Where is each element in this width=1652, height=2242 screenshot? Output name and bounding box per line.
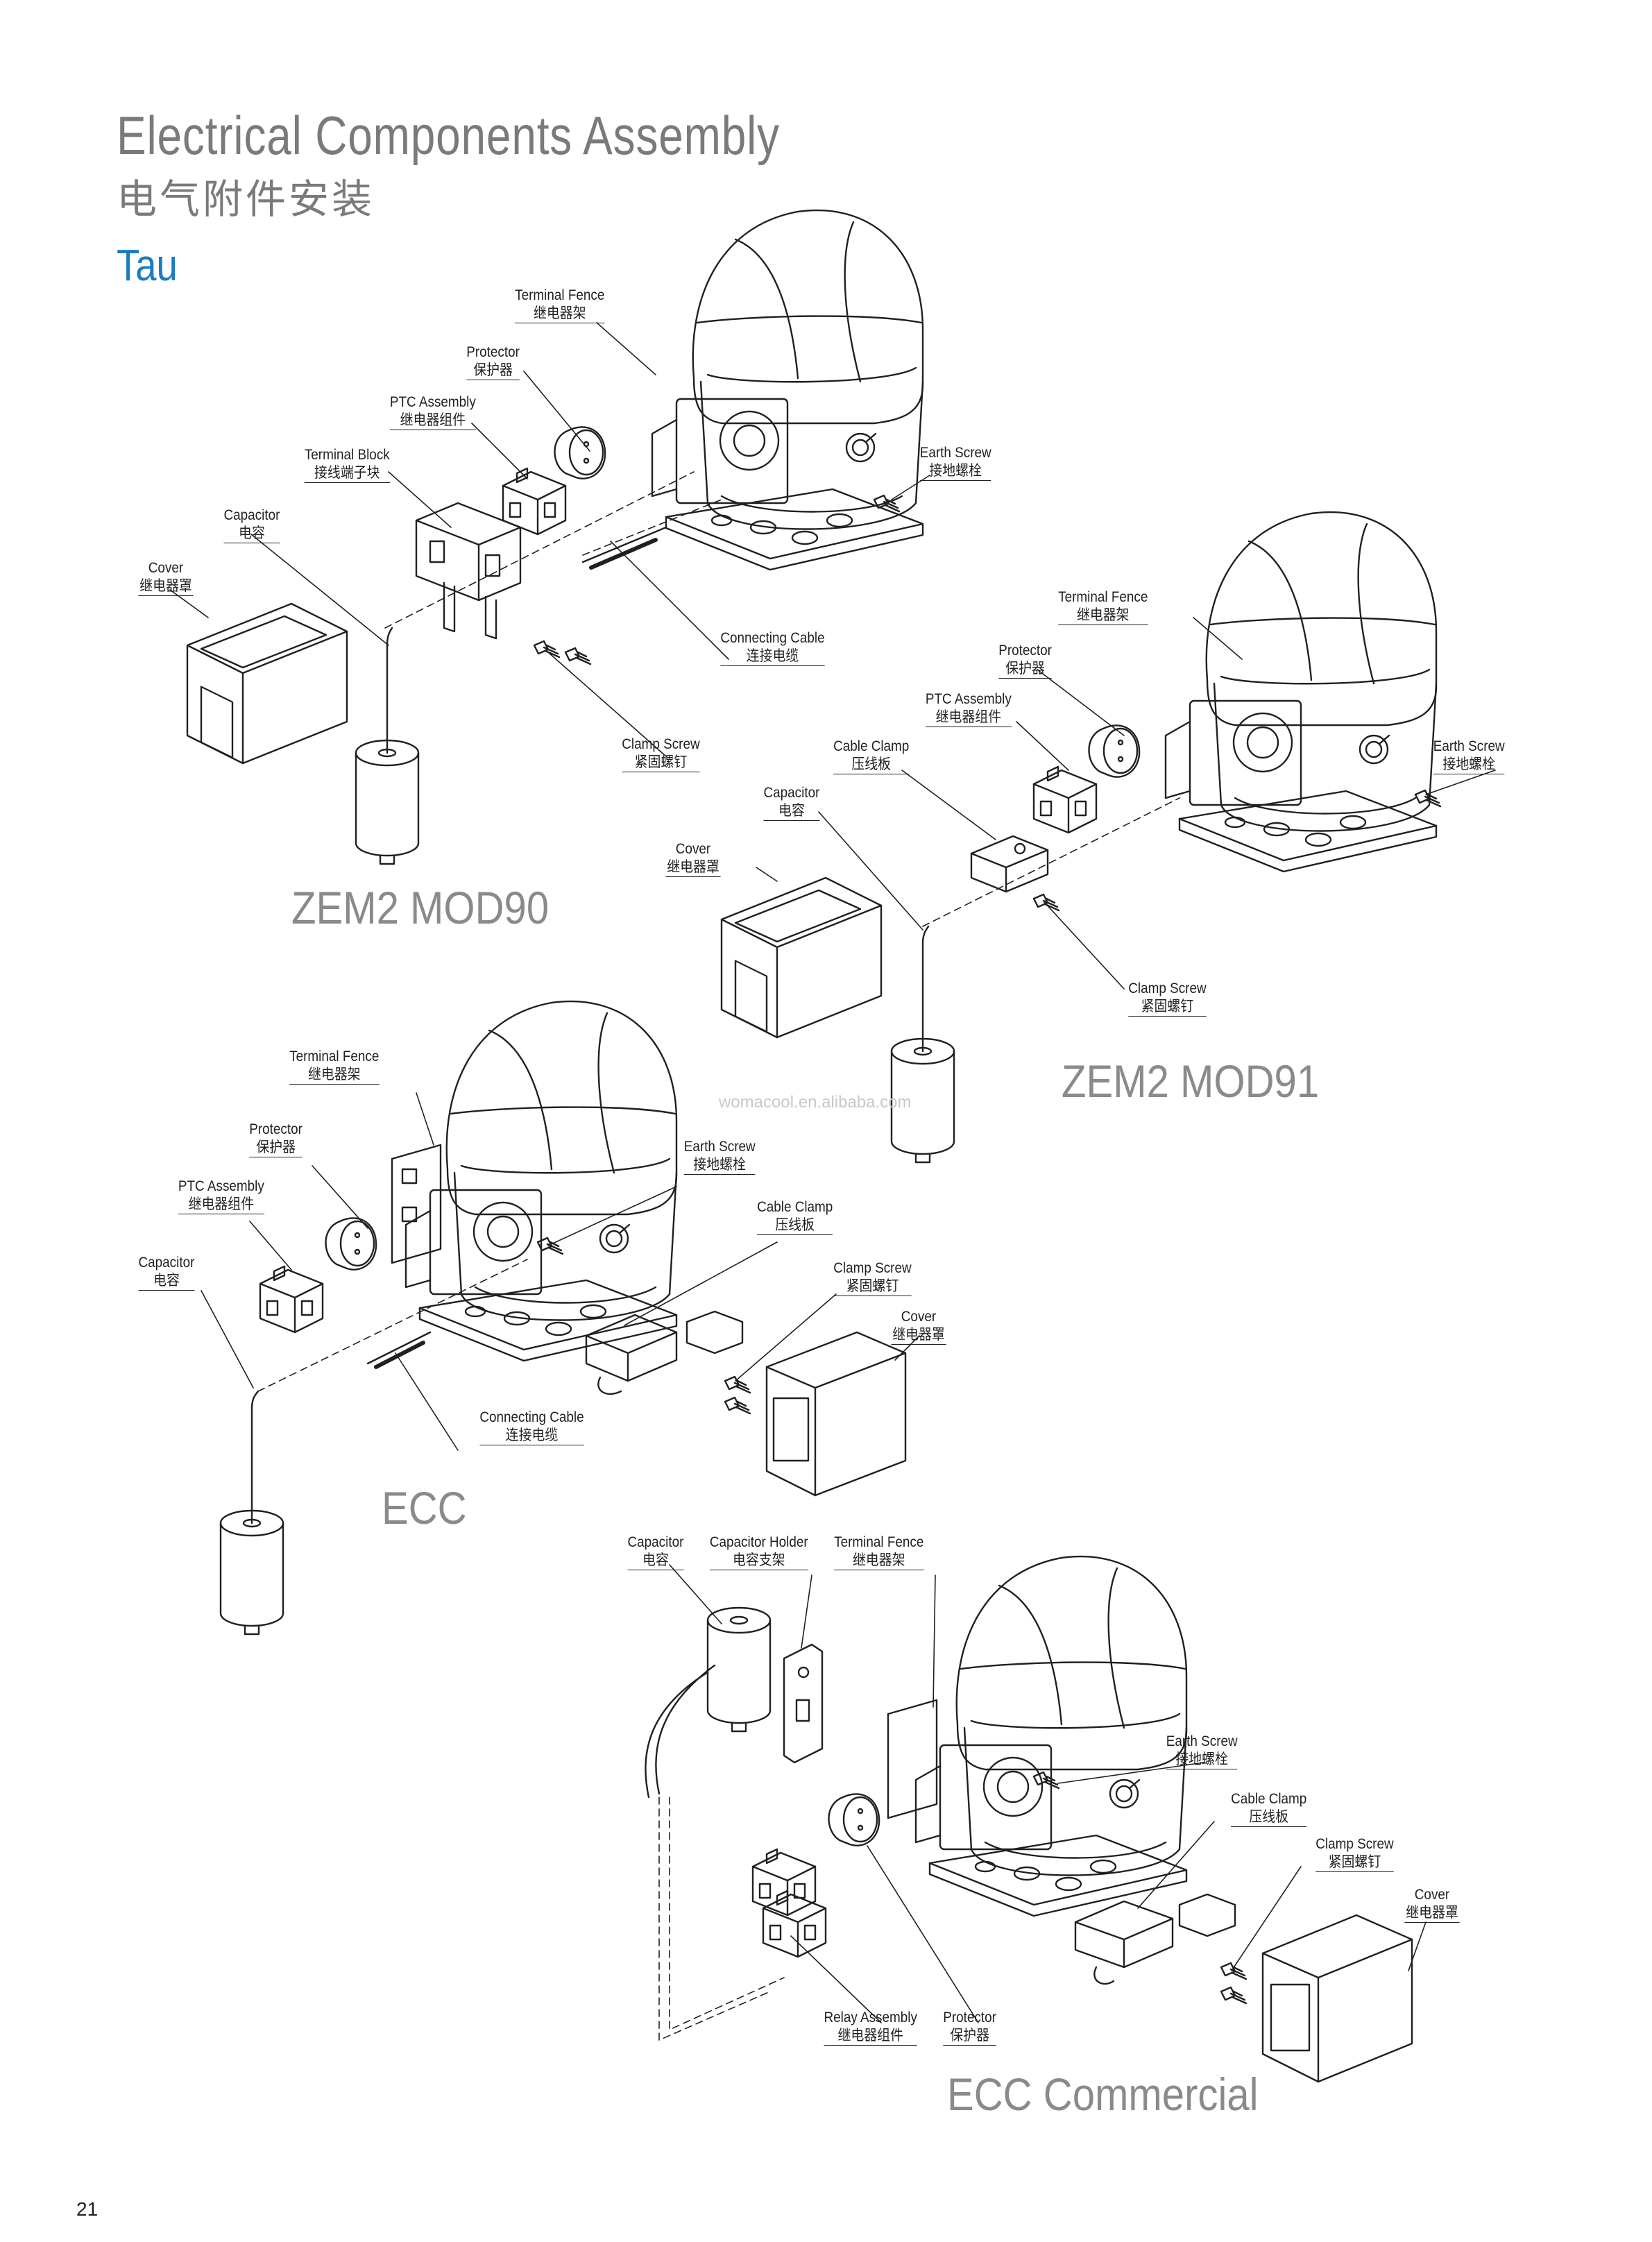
mod90-model-label: ZEM2 MOD90 [291, 882, 550, 933]
watermark: womacool.en.alibaba.com [719, 1093, 912, 1112]
page-title: Electrical Components Assembly [117, 105, 780, 166]
mod91-model-label: ZEM2 MOD91 [1062, 1055, 1320, 1107]
ecc-drawing [219, 1000, 907, 1636]
zem2-mod90-drawing [186, 209, 924, 865]
page-title-chinese: 电气附件安装 [117, 177, 375, 222]
series-name: Tau [117, 240, 178, 290]
leader-lines [169, 322, 1496, 2023]
page-number: 21 [76, 2198, 99, 2220]
zem2-mod91-drawing [720, 511, 1442, 1164]
ecc-model-label: ECC [382, 1482, 467, 1534]
commercial-model-label: ECC Commercial [947, 2069, 1259, 2120]
ecc-commercial-drawing [645, 1555, 1413, 2083]
